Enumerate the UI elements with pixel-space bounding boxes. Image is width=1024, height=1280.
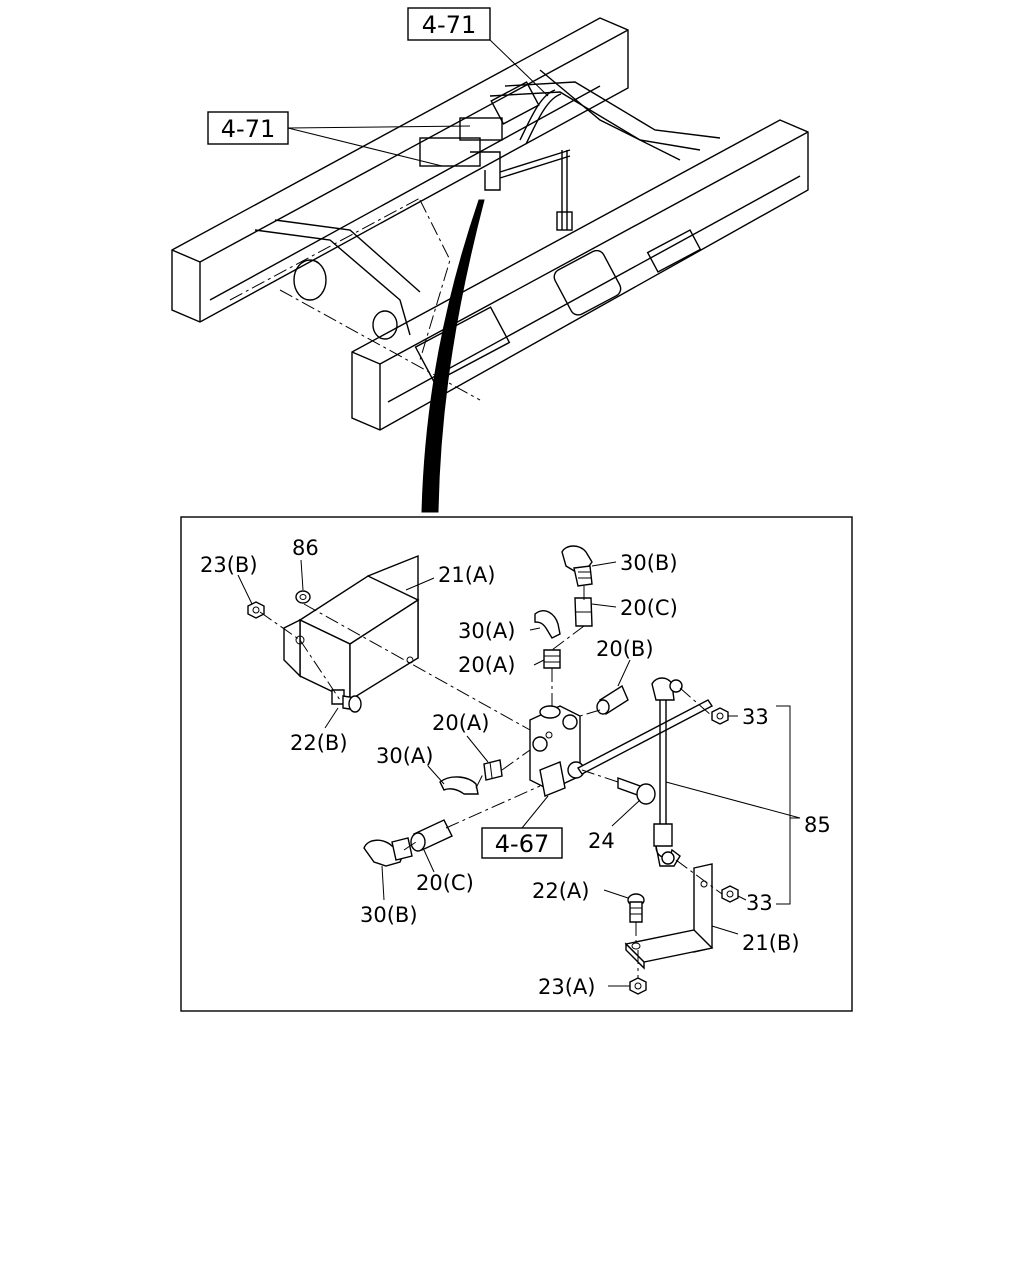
label-86: 86: [292, 536, 319, 560]
detail-box: [180, 516, 853, 1012]
label-20c-top: 20(C): [620, 596, 678, 620]
label-21b: 21(B): [742, 931, 800, 955]
elbow-30a-mid: [439, 776, 479, 795]
nipple-20a-mid: [483, 759, 503, 781]
linkage-85: [576, 677, 714, 867]
ref-valve-label: 4-67: [495, 830, 549, 858]
nut-86: [295, 590, 311, 604]
label-23b: 23(B): [200, 553, 258, 577]
label-22b: 22(B): [290, 731, 348, 755]
label-20c-bot: 20(C): [416, 871, 474, 895]
label-33-top: 33: [742, 705, 769, 729]
elbow-30b-top: [561, 545, 593, 587]
elbow-30b-bot: [363, 837, 413, 867]
label-24: 24: [588, 829, 615, 853]
label-30a-top: 30(A): [458, 619, 515, 643]
label-22a: 22(A): [532, 879, 589, 903]
ref-box-valve: 4-67: [481, 827, 563, 859]
bolt-22a: [627, 893, 645, 923]
bracket-21a: [283, 554, 420, 702]
label-30b-top: 30(B): [620, 551, 678, 575]
label-20b: 20(B): [596, 637, 654, 661]
part-labels: 86 23(B) 21(A) 30(B) 20(C) 30(A) 20(A) 2…: [200, 536, 831, 999]
label-30a-mid: 30(A): [376, 744, 433, 768]
ref-left-label: 4-71: [221, 115, 275, 143]
ref-box-left: 4-71: [207, 111, 289, 145]
label-23a: 23(A): [538, 975, 595, 999]
fitting-20b: [596, 684, 629, 716]
label-21a: 21(A): [438, 563, 495, 587]
nut-33-top: [711, 707, 729, 725]
ref-top-label: 4-71: [422, 11, 476, 39]
nut-33-bot: [721, 885, 739, 903]
nut-23a: [629, 977, 647, 995]
label-20a-top: 20(A): [458, 653, 515, 677]
nipple-20a-top: [543, 649, 561, 669]
relay-valve: [529, 705, 585, 797]
elbow-30a-top: [534, 610, 561, 639]
label-30b-bot: 30(B): [360, 903, 418, 927]
label-33-bot: 33: [746, 891, 773, 915]
nut-23b: [247, 601, 265, 619]
label-85: 85: [804, 813, 831, 837]
zoom-leader: [421, 199, 485, 513]
ref-box-top: 4-71: [407, 7, 491, 41]
label-20a-mid: 20(A): [432, 711, 489, 735]
leader-lines: [237, 559, 801, 987]
fitting-20c-top: [574, 597, 593, 627]
chassis-frame-illustration: [171, 17, 809, 431]
bracket-21b: [624, 863, 714, 970]
bolt-24: [617, 777, 656, 805]
fitting-20c-bot: [410, 819, 453, 852]
